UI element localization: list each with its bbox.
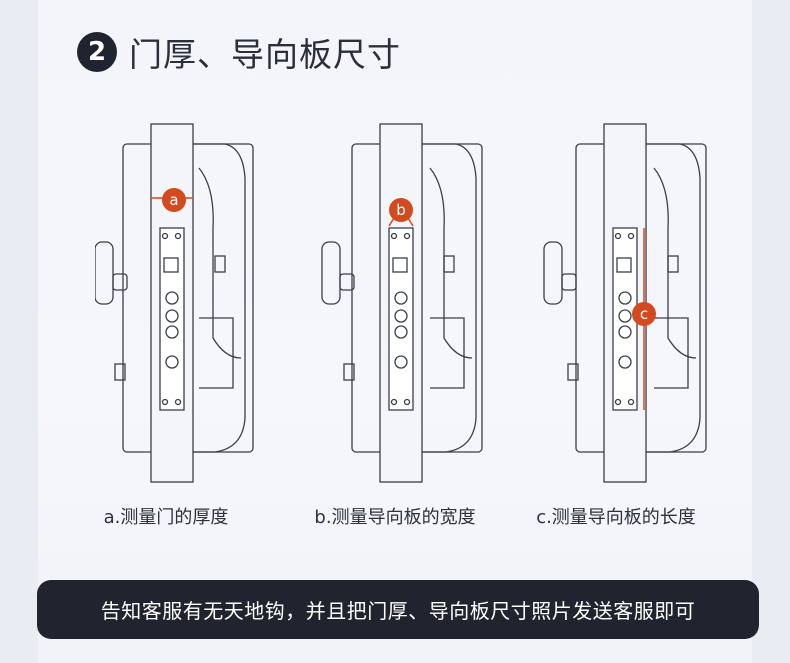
instruction-text: 告知客服有无天地钩，并且把门厚、导向板尺寸照片发送客服即可 (100, 599, 696, 623)
marker-a-circle (162, 188, 186, 212)
step-number-badge: 2 (77, 32, 117, 72)
caption-plate-length: c.测量导向板的长度 (536, 507, 696, 528)
width-measure-line (388, 217, 414, 227)
lock-diagram-plate-width: b (321, 123, 483, 483)
instruction-banner: 告知客服有无天地钩，并且把门厚、导向板尺寸照片发送客服即可 (37, 580, 759, 639)
marker-c-circle (632, 302, 656, 326)
marker-b-circle (389, 198, 413, 222)
marker-c-label: c (640, 305, 648, 323)
caption-door-thickness: a.测量门的厚度 (103, 507, 229, 528)
section-title: 门厚、导向板尺寸 (129, 35, 401, 74)
marker-b-label: b (396, 201, 406, 219)
caption-plate-width: b.测量导向板的宽度 (314, 507, 476, 528)
lock-diagram-plate-length: c (543, 123, 707, 483)
marker-a-label: a (169, 191, 178, 209)
section-heading: 2 门厚、导向板尺寸 (77, 28, 401, 76)
lock-diagram-door-thickness: a (95, 123, 254, 483)
